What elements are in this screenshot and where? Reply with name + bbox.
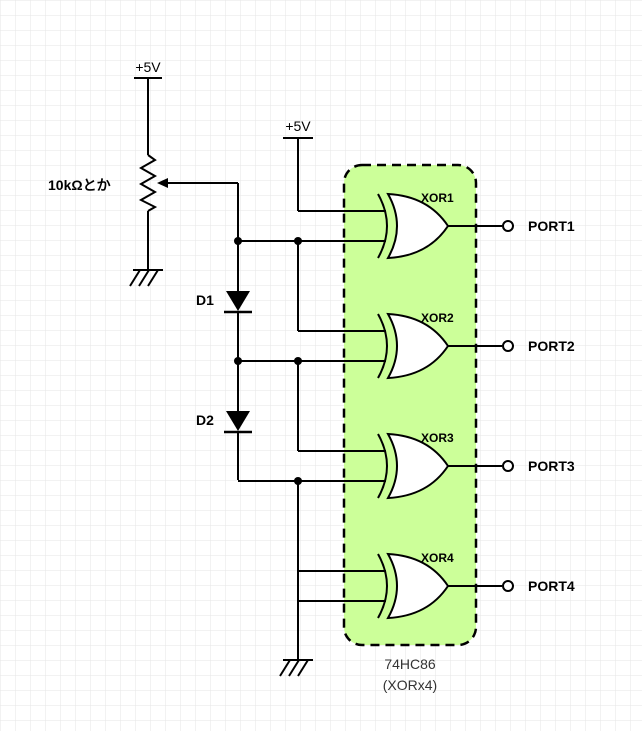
port-terminal-2 [502, 340, 514, 352]
port-label-2: PORT2 [528, 338, 575, 354]
diode-d2 [224, 411, 252, 434]
chip-desc-label: (XORx4) [383, 677, 437, 693]
gate-label-4: XOR4 [421, 551, 454, 565]
gate-label-3: XOR3 [421, 431, 454, 445]
diode-d1 [224, 291, 252, 314]
port-terminal-1 [502, 220, 514, 232]
port-terminal-3 [502, 460, 514, 472]
junctions [234, 237, 302, 485]
pot-label: 10kΩとか [48, 177, 111, 193]
supply-top-label: +5V [135, 59, 161, 75]
ground-bus [279, 659, 313, 677]
chip-outline [342, 163, 478, 647]
diode-d2-label: D2 [196, 412, 214, 428]
diode-d1-label: D1 [196, 292, 214, 308]
port-label-4: PORT4 [528, 578, 575, 594]
port-label-3: PORT3 [528, 458, 575, 474]
potentiometer [138, 154, 238, 270]
ground-pot [129, 269, 163, 287]
supply-gate-label: +5V [285, 118, 311, 134]
port-terminal-4 [502, 580, 514, 592]
gate-label-1: XOR1 [421, 191, 454, 205]
port-label-1: PORT1 [528, 218, 575, 234]
supply-top [134, 77, 162, 155]
chip-part-label: 74HC86 [384, 656, 436, 672]
gate-label-2: XOR2 [421, 311, 454, 325]
input-wires [238, 137, 386, 602]
